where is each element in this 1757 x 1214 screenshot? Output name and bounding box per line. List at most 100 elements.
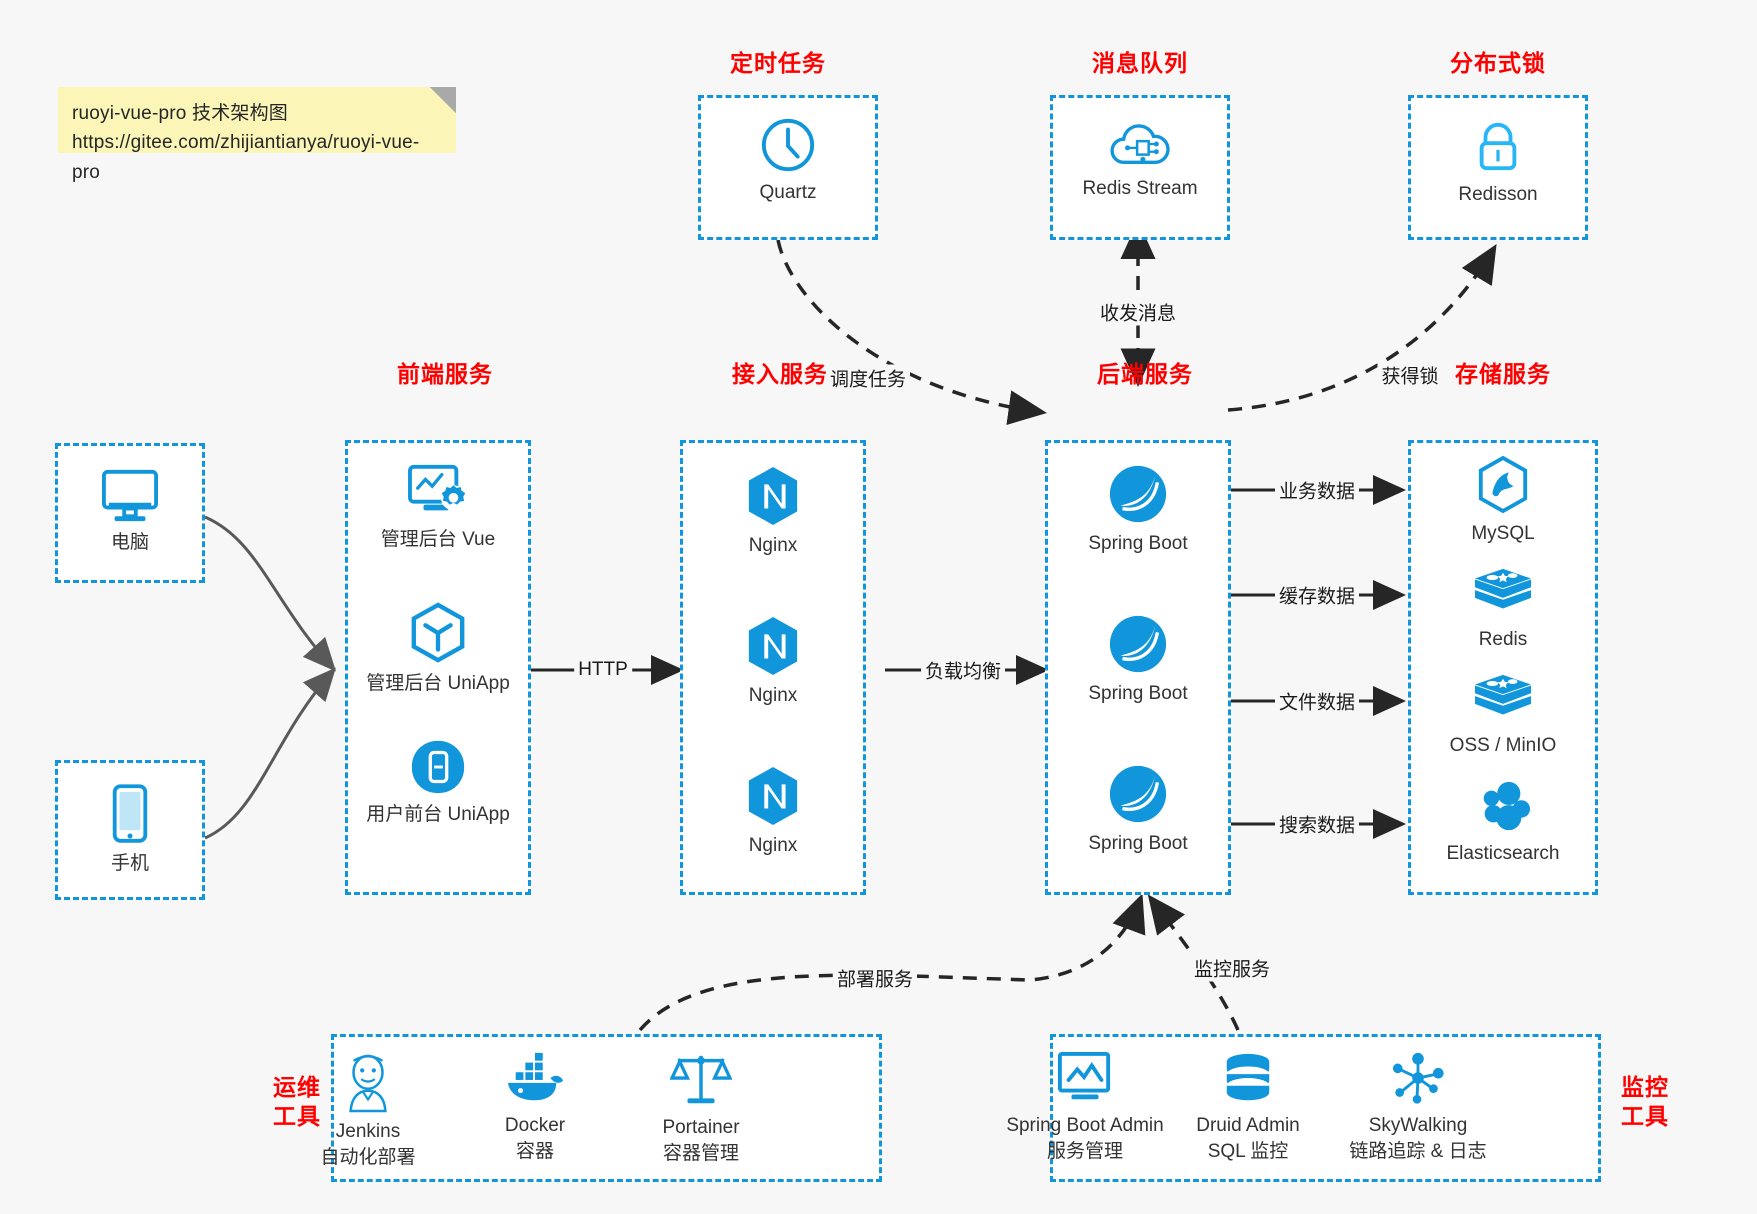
node-admin-vue[interactable]: 管理后台 Vue [348,463,528,553]
oss-minio-icon [1475,674,1531,715]
spring-boot-icon [1109,615,1167,673]
note-line-url: https://gitee.com/zhijiantianya/ruoyi-vu… [72,132,420,183]
edge-label-file-data: 文件数据 [1274,687,1360,715]
node-label: Druid Admin [1196,1115,1300,1136]
monitoring-title-line1: 监控 [1621,1074,1669,1100]
node-redis-stream[interactable]: Redis Stream [1053,120,1227,202]
database-icon [1226,1053,1270,1101]
node-admin-uniapp[interactable]: 管理后台 UniApp [348,601,528,697]
nginx-icon [748,767,798,825]
node-spring-boot-admin[interactable]: Spring Boot Admin 服务管理 [960,1051,1210,1164]
devops-title-line2: 工具 [273,1102,321,1129]
note-line-title: ruoyi-vue-pro 技术架构图 [72,103,289,124]
group-storage[interactable]: MySQL Redis OSS / MinIO [1408,440,1598,895]
node-skywalking[interactable]: SkyWalking 链路追踪 & 日志 [1293,1051,1543,1164]
edge-label-http: HTTP [574,659,632,681]
node-spring-boot-1[interactable]: Spring Boot [1048,463,1228,557]
node-user-uniapp[interactable]: 用户前台 UniApp [348,738,528,828]
monitor-chart-icon [1057,1051,1111,1100]
node-label: 用户前台 UniApp [366,804,510,825]
node-portainer[interactable]: Portainer 容器管理 [576,1051,826,1166]
node-label: Portainer [662,1117,740,1138]
edge-label-business-data: 业务数据 [1274,476,1360,504]
node-elasticsearch[interactable]: Elasticsearch [1411,779,1595,867]
node-sublabel: 服务管理 [1046,1140,1123,1162]
docker-icon [507,1052,563,1101]
node-oss-minio[interactable]: OSS / MinIO [1411,671,1595,759]
group-title-monitoring: 监控 工具 [1610,1073,1680,1131]
node-desktop[interactable]: 电脑 [58,468,202,556]
clock-icon [761,118,815,172]
node-label: Jenkins [335,1121,401,1142]
mobile-app-icon [411,740,465,794]
node-spring-boot-3[interactable]: Spring Boot [1048,763,1228,857]
node-nginx-3[interactable]: Nginx [683,765,863,859]
elasticsearch-icon [1483,781,1531,831]
node-label: Redis Stream [1082,178,1198,199]
diagram-note: ruoyi-vue-pro 技术架构图 https://gitee.com/zh… [58,87,456,183]
node-mysql[interactable]: MySQL [1411,455,1595,547]
node-jenkins[interactable]: Jenkins 自动化部署 [243,1051,493,1170]
node-label: Redisson [1458,184,1538,205]
node-label: Spring Boot [1088,833,1188,854]
dashboard-gear-icon [408,464,467,511]
node-label: OSS / MinIO [1449,735,1557,756]
edge-label-send-receive-message: 收发消息 [1095,298,1181,326]
edge-label-search-data: 搜索数据 [1274,810,1360,838]
group-scheduler[interactable]: Quartz [698,95,878,240]
jenkins-icon [349,1054,387,1113]
node-druid-admin[interactable]: Druid Admin SQL 监控 [1123,1051,1373,1164]
node-redis[interactable]: Redis [1411,565,1595,653]
node-spring-boot-2[interactable]: Spring Boot [1048,613,1228,707]
node-mobile[interactable]: 手机 [58,783,202,877]
devops-title-line1: 运维 [273,1074,321,1100]
node-nginx-1[interactable]: Nginx [683,465,863,559]
group-title-message-queue: 消息队列 [1092,50,1188,76]
node-label: Docker [504,1115,566,1136]
node-label: 电脑 [110,532,149,553]
edge-label-cache-data: 缓存数据 [1274,581,1360,609]
node-label: MySQL [1471,523,1535,544]
group-title-backend: 后端服务 [1097,361,1193,387]
node-sublabel: 容器 [515,1140,554,1162]
group-client-desktop[interactable]: 电脑 [55,443,205,583]
node-nginx-2[interactable]: Nginx [683,615,863,709]
edge-label-load-balance: 负载均衡 [920,656,1006,684]
nginx-icon [748,617,798,675]
node-label: 管理后台 Vue [380,529,496,550]
node-label: Spring Boot [1088,683,1188,704]
node-sublabel: SQL 监控 [1207,1140,1289,1162]
node-sublabel: 容器管理 [662,1142,739,1164]
group-devops[interactable]: Jenkins 自动化部署 Docker 容器 [320,1034,882,1182]
spring-boot-icon [1109,465,1167,523]
portainer-scales-icon [670,1055,732,1104]
edge-label-schedule-task: 调度任务 [825,364,911,392]
node-quartz[interactable]: Quartz [701,116,875,206]
group-message-queue[interactable]: Redis Stream [1050,95,1230,240]
monitoring-title-line2: 工具 [1621,1102,1669,1129]
node-sublabel: 自动化部署 [320,1146,416,1168]
group-title-devops: 运维 工具 [262,1073,332,1131]
group-frontend[interactable]: 管理后台 Vue 管理后台 UniApp 用户前台 UniApp [345,440,531,895]
node-redisson[interactable]: Redisson [1411,118,1585,208]
node-label: Nginx [748,535,798,556]
monitor-icon [102,469,158,522]
group-client-mobile[interactable]: 手机 [55,760,205,900]
group-title-storage: 存储服务 [1455,361,1551,387]
group-monitoring[interactable]: Spring Boot Admin 服务管理 Druid Admin SQL 监… [1006,1034,1601,1182]
node-label: 手机 [110,853,149,874]
group-distributed-lock[interactable]: Redisson [1408,95,1588,240]
mobile-phone-icon [112,784,148,843]
node-label: Spring Boot [1088,533,1188,554]
node-label: SkyWalking [1368,1115,1468,1136]
lock-icon [1479,122,1517,171]
group-gateway[interactable]: Nginx Nginx Nginx [680,440,866,895]
group-backend[interactable]: Spring Boot Spring Boot Spring Boot [1045,440,1231,895]
node-label: 管理后台 UniApp [366,673,510,694]
edge-label-acquire-lock: 获得锁 [1377,361,1443,389]
group-title-distributed-lock: 分布式锁 [1450,50,1546,76]
node-label: Nginx [748,835,798,856]
node-docker[interactable]: Docker 容器 [410,1051,660,1164]
node-label: Nginx [748,685,798,706]
